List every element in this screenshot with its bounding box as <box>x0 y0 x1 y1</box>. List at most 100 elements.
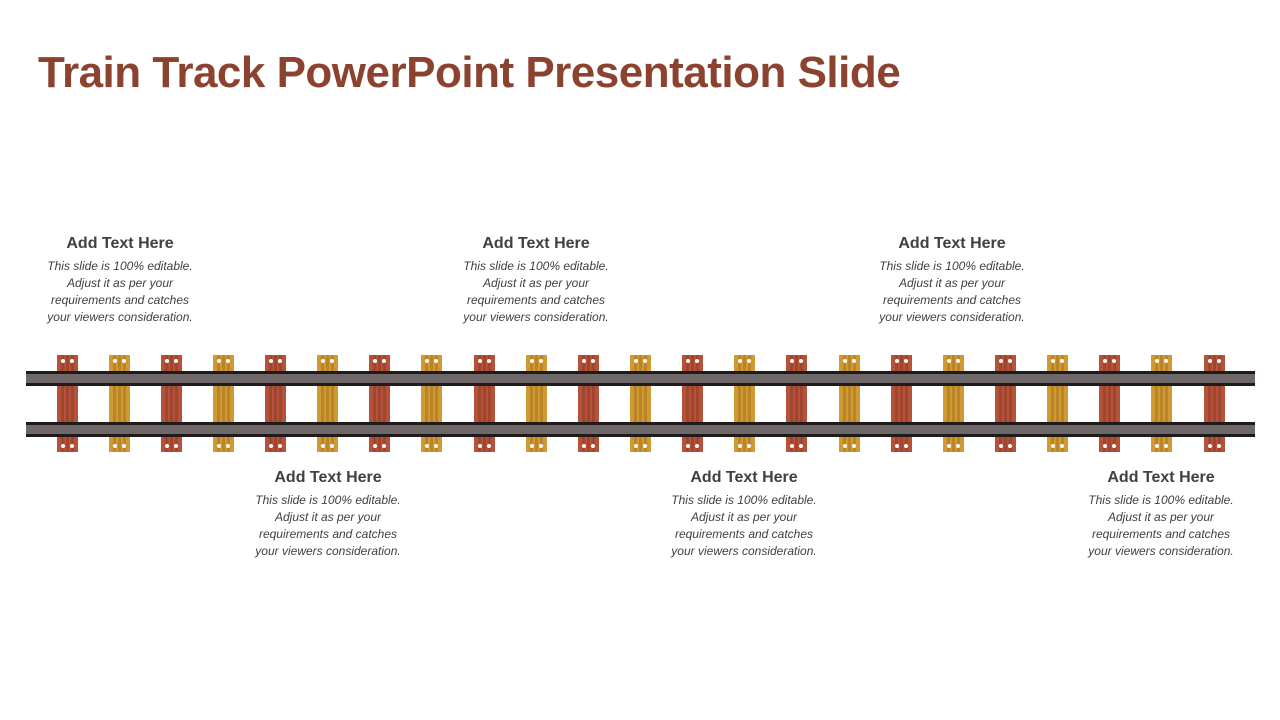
bolt-icon <box>643 444 647 448</box>
wood-grain <box>1213 354 1216 453</box>
railroad-tie <box>421 354 442 453</box>
wood-grain <box>686 354 689 453</box>
bolt-icon <box>487 359 491 363</box>
wood-grain <box>425 354 428 453</box>
wood-grain <box>279 354 282 453</box>
wood-grain <box>1004 354 1007 453</box>
wood-grain <box>1155 354 1158 453</box>
wood-grain <box>269 354 272 453</box>
wood-grain <box>795 354 798 453</box>
text-block-6: Add Text Here This slide is 100% editabl… <box>1071 469 1251 560</box>
bolt-icon <box>226 444 230 448</box>
bolt-icon <box>1164 359 1168 363</box>
wood-grain <box>587 354 590 453</box>
wood-grain <box>843 354 846 453</box>
bolt-icon <box>478 444 482 448</box>
bolt-icon <box>330 359 334 363</box>
text-block-5: Add Text Here This slide is 100% editabl… <box>862 235 1042 326</box>
bolt-icon <box>425 359 429 363</box>
wood-grain <box>123 354 126 453</box>
bolt-icon <box>1112 359 1116 363</box>
text-block-heading: Add Text Here <box>274 469 382 486</box>
wood-grain <box>691 354 694 453</box>
wood-grain <box>222 354 225 453</box>
bolt-icon <box>634 444 638 448</box>
wood-grain <box>378 354 381 453</box>
bolt-icon <box>174 359 178 363</box>
wood-grain <box>217 354 220 453</box>
text-block-body: This slide is 100% editable. Adjust it a… <box>47 259 193 324</box>
wood-grain <box>331 354 334 453</box>
bolt-icon <box>904 359 908 363</box>
wood-grain <box>373 354 376 453</box>
bolt-icon <box>530 359 534 363</box>
bolt-icon <box>947 444 951 448</box>
wood-grain <box>634 354 637 453</box>
wood-grain <box>66 354 69 453</box>
wood-grain <box>748 354 751 453</box>
text-block-body: This slide is 100% editable. Adjust it a… <box>463 259 609 324</box>
wood-grain <box>61 354 64 453</box>
bolt-icon <box>61 359 65 363</box>
bolt-icon <box>217 444 221 448</box>
railroad-tie <box>317 354 338 453</box>
text-block-body: This slide is 100% editable. Adjust it a… <box>1088 493 1234 558</box>
wood-grain <box>639 354 642 453</box>
bolt-icon <box>278 444 282 448</box>
wood-grain <box>1056 354 1059 453</box>
wood-grain <box>696 354 699 453</box>
wood-grain <box>947 354 950 453</box>
text-block-heading: Add Text Here <box>898 235 1006 252</box>
bolt-icon <box>1008 444 1012 448</box>
bolt-icon <box>217 359 221 363</box>
bolt-icon <box>539 444 543 448</box>
wood-grain <box>1009 354 1012 453</box>
bolt-icon <box>852 359 856 363</box>
railroad-tie <box>57 354 78 453</box>
bolt-icon <box>122 359 126 363</box>
bottom-rail <box>26 422 1255 437</box>
wood-grain <box>165 354 168 453</box>
wood-grain <box>905 354 908 453</box>
text-block-body: This slide is 100% editable. Adjust it a… <box>255 493 401 558</box>
slide-title: Train Track PowerPoint Presentation Slid… <box>38 48 901 97</box>
wood-grain <box>478 354 481 453</box>
bolt-icon <box>904 444 908 448</box>
bolt-icon <box>1103 444 1107 448</box>
wood-grain <box>227 354 230 453</box>
bolt-icon <box>330 444 334 448</box>
text-block-heading: Add Text Here <box>1107 469 1215 486</box>
bolt-icon <box>321 444 325 448</box>
wood-grain <box>118 354 121 453</box>
bolt-icon <box>373 444 377 448</box>
wood-grain <box>488 354 491 453</box>
bolt-icon <box>738 359 742 363</box>
wood-grain <box>430 354 433 453</box>
bolt-icon <box>1060 359 1064 363</box>
railroad-tie <box>213 354 234 453</box>
bolt-icon <box>695 444 699 448</box>
wood-grain <box>326 354 329 453</box>
railroad-tie <box>1204 354 1225 453</box>
bolt-icon <box>799 359 803 363</box>
bolt-icon <box>321 359 325 363</box>
wood-grain <box>170 354 173 453</box>
bolt-icon <box>1217 444 1221 448</box>
wood-grain <box>800 354 803 453</box>
bolt-icon <box>1060 444 1064 448</box>
bolt-icon <box>1103 359 1107 363</box>
railroad-tie <box>161 354 182 453</box>
railroad-tie <box>1047 354 1068 453</box>
bolt-icon <box>113 359 117 363</box>
bolt-icon <box>165 444 169 448</box>
railroad-tie <box>265 354 286 453</box>
bolt-icon <box>582 359 586 363</box>
bolt-icon <box>478 359 482 363</box>
bolt-icon <box>738 444 742 448</box>
bolt-icon <box>1051 444 1055 448</box>
wood-grain <box>1051 354 1054 453</box>
wood-grain <box>644 354 647 453</box>
railroad-tie <box>578 354 599 453</box>
wood-grain <box>1061 354 1064 453</box>
wood-grain <box>321 354 324 453</box>
